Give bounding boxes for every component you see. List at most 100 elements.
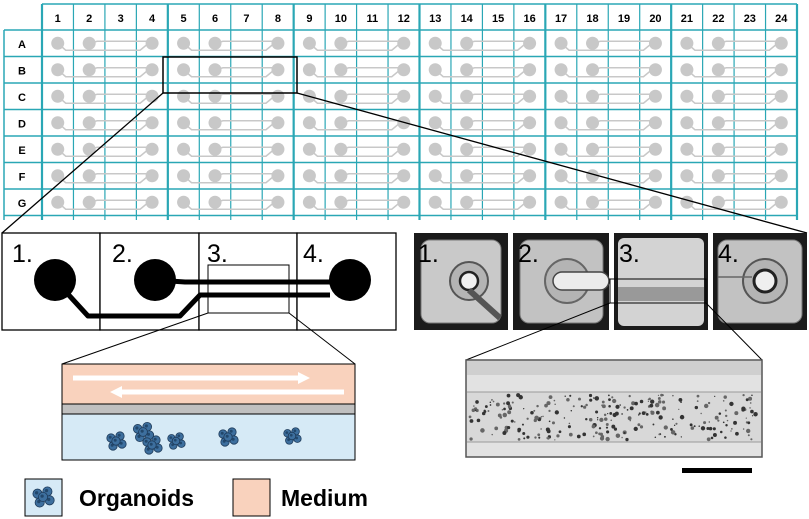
inlet-1-icon	[34, 259, 76, 301]
organoid-speckle	[647, 398, 650, 401]
outlet-4-icon	[329, 259, 371, 301]
plate-well	[82, 36, 96, 50]
plate-well	[680, 116, 694, 130]
organoid-speckle	[510, 419, 514, 423]
chip-schematic: 1. 2. 3. 4.	[1, 232, 397, 331]
plate-well	[177, 116, 191, 130]
micrograph-2-channel	[552, 271, 610, 291]
plate-well	[82, 116, 96, 130]
channel-zoom-box	[207, 264, 290, 314]
plate-well	[271, 63, 285, 77]
plate-row-label: F	[19, 172, 26, 184]
plate-well	[711, 89, 725, 103]
organoid-speckle	[469, 419, 474, 423]
organoid-speckle	[601, 404, 604, 407]
organoid-speckle	[476, 418, 481, 423]
organoid-speckle	[582, 432, 587, 437]
organoid-speckle	[654, 402, 660, 408]
organoid-speckle	[731, 428, 733, 430]
plate-well	[334, 36, 348, 50]
organoid-speckle	[566, 397, 570, 402]
organoid-speckle	[507, 410, 512, 415]
organoid-speckle	[628, 394, 631, 398]
organoid-speckle	[649, 403, 654, 408]
organoid-speckle	[567, 425, 571, 429]
plate-well	[271, 195, 285, 209]
plate-channel	[340, 67, 404, 71]
organoid-speckle	[589, 398, 593, 402]
organoid-speckle	[576, 434, 581, 439]
organoid-speckle	[609, 412, 613, 415]
organoid-speckle	[637, 423, 641, 427]
organoid-speckle	[598, 432, 601, 436]
plate-well	[177, 89, 191, 103]
plate-well	[302, 116, 316, 130]
plate-channel	[718, 146, 782, 150]
organoid-speckle	[608, 398, 611, 402]
plate-channel	[89, 173, 153, 177]
organoid-speckle	[623, 406, 626, 409]
organoid-speckle	[741, 408, 745, 412]
plate-well	[177, 195, 191, 209]
plate-well	[177, 63, 191, 77]
plate-column-label: 21	[681, 13, 693, 25]
organoid-speckle	[475, 400, 479, 404]
organoid-speckle	[548, 395, 553, 399]
organoid-speckle	[511, 401, 514, 404]
organoid-speckle	[647, 400, 650, 403]
plate-well	[680, 142, 694, 156]
organoid-speckle	[506, 425, 511, 430]
organoid-speckle	[707, 401, 711, 405]
organoid-speckle	[558, 430, 562, 434]
plate-channel	[340, 40, 404, 44]
plate-channel	[466, 40, 530, 44]
organoid-speckle	[599, 417, 604, 423]
organoid-speckle	[637, 414, 640, 416]
cross-section-zoom-line-left	[61, 312, 209, 365]
plate-well	[51, 36, 65, 50]
organoid-speckle	[662, 406, 667, 411]
organoid-speckle	[726, 419, 729, 422]
organoid-speckle	[592, 435, 595, 438]
medium-legend-swatch	[232, 478, 271, 517]
organoid-speckle	[522, 432, 526, 436]
organoid-nucleus	[37, 499, 41, 504]
plate-well	[208, 116, 222, 130]
organoid-nucleus	[34, 491, 39, 495]
plate-column-label: 5	[181, 13, 187, 25]
organoid-speckle	[708, 421, 710, 423]
plate-grid	[3, 3, 799, 220]
plate-well	[302, 142, 316, 156]
plate-channel	[340, 146, 404, 150]
plate-well	[648, 195, 662, 209]
scale-bar	[682, 468, 752, 473]
organoid-icon	[32, 486, 55, 508]
organoid-speckle	[650, 410, 655, 415]
organoid-nucleus	[137, 434, 141, 438]
plate-column-label: 23	[744, 13, 756, 25]
organoid-speckle	[724, 409, 727, 412]
organoid-speckle	[675, 422, 678, 425]
plate-column-label: 6	[212, 13, 218, 25]
organoid-speckle	[517, 437, 521, 441]
organoid-speckle	[657, 400, 662, 404]
plate-well	[554, 142, 568, 156]
organoid-speckle	[742, 393, 745, 397]
plate-channel	[592, 93, 656, 97]
plate-channel	[340, 173, 404, 177]
organoid-speckle	[631, 401, 636, 406]
organoid-speckle	[598, 427, 602, 430]
plate-well	[680, 63, 694, 77]
plate-well	[711, 142, 725, 156]
organoid-speckle	[696, 394, 700, 398]
plate-channel	[89, 120, 153, 124]
plate-well	[523, 63, 537, 77]
organoid-speckle	[471, 408, 476, 413]
zoom-line-left	[1, 92, 164, 234]
organoid-speckle	[537, 433, 541, 437]
organoid-speckle	[657, 394, 660, 396]
organoid-speckle	[494, 426, 499, 431]
organoid-speckle	[747, 434, 750, 437]
organoid-speckle	[661, 400, 666, 404]
plate-well	[302, 195, 316, 209]
